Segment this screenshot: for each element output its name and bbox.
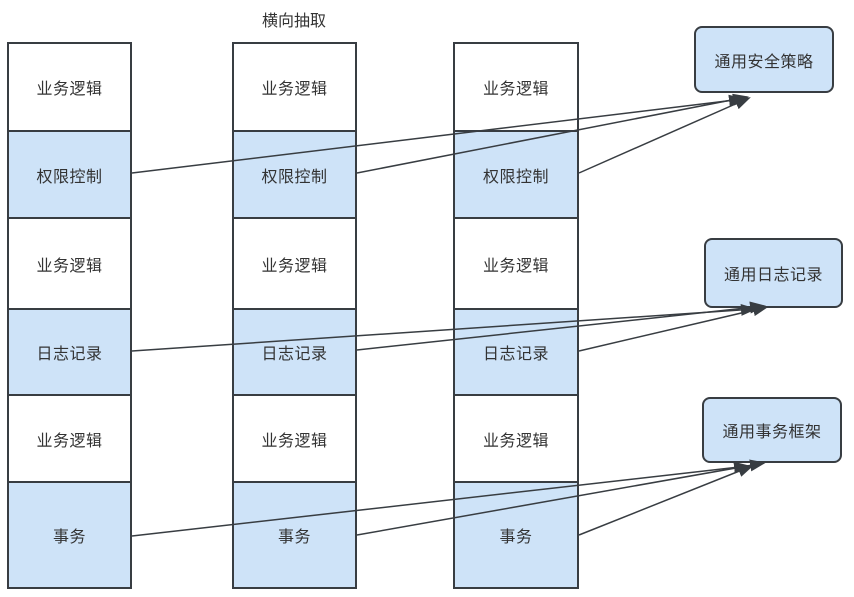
- cell-business-logic: 业务逻辑: [7, 394, 132, 483]
- aspect-extraction-arrow: [131, 94, 745, 174]
- module-column-2: 业务逻辑 权限控制 业务逻辑 日志记录 业务逻辑 事务: [232, 42, 357, 589]
- aspect-extraction-arrow: [578, 97, 751, 174]
- aspect-extraction-arrow: [578, 465, 754, 536]
- diagram-title: 横向抽取: [261, 11, 326, 30]
- cell-permission-control: 权限控制: [232, 130, 357, 219]
- cell-logging: 日志记录: [7, 308, 132, 396]
- cell-business-logic: 业务逻辑: [7, 217, 132, 310]
- cell-logging: 日志记录: [453, 308, 579, 396]
- cell-transaction: 事务: [7, 481, 132, 589]
- cell-business-logic: 业务逻辑: [232, 394, 357, 483]
- cell-transaction: 事务: [453, 481, 579, 589]
- cell-transaction: 事务: [232, 481, 357, 589]
- aspect-extraction-arrow: [131, 461, 750, 537]
- aspect-extraction-arrow: [131, 303, 757, 352]
- cell-business-logic: 业务逻辑: [7, 42, 132, 132]
- aspect-extraction-arrow: [578, 304, 769, 352]
- cell-permission-control: 权限控制: [453, 130, 579, 219]
- cell-business-logic: 业务逻辑: [232, 42, 357, 132]
- cell-business-logic: 业务逻辑: [453, 42, 579, 132]
- aspect-box-security: 通用安全策略: [694, 26, 834, 93]
- cell-permission-control: 权限控制: [7, 130, 132, 219]
- aspect-box-logging: 通用日志记录: [704, 238, 843, 308]
- cell-logging: 日志记录: [232, 308, 357, 396]
- module-column-1: 业务逻辑 权限控制 业务逻辑 日志记录 业务逻辑 事务: [7, 42, 132, 589]
- aspect-box-transaction: 通用事务框架: [702, 397, 842, 463]
- cell-business-logic: 业务逻辑: [453, 394, 579, 483]
- cell-business-logic: 业务逻辑: [453, 217, 579, 310]
- cell-business-logic: 业务逻辑: [232, 217, 357, 310]
- module-column-3: 业务逻辑 权限控制 业务逻辑 日志记录 业务逻辑 事务: [453, 42, 579, 589]
